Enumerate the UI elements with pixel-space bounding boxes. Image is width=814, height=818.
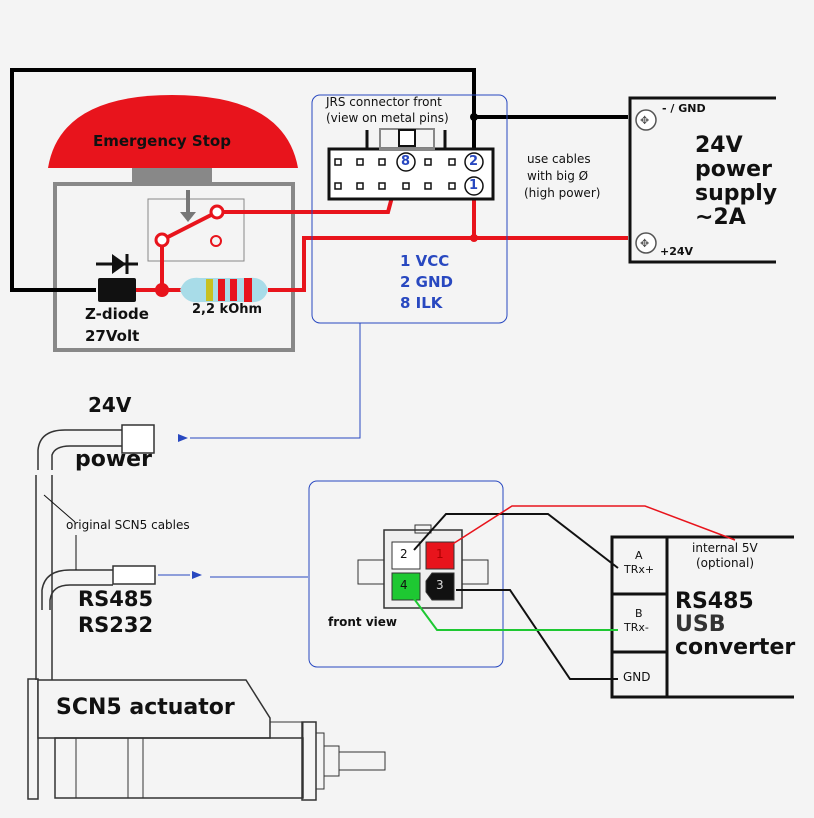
jrs-pin-socket xyxy=(378,158,386,166)
wire-gnd xyxy=(456,589,618,680)
terminal-a-label: A xyxy=(635,549,643,562)
jrs-pin-socket xyxy=(424,158,432,166)
resistor-label: 2,2 kOhm xyxy=(192,302,263,317)
black-loop-wire xyxy=(10,68,476,292)
jrs-pin-socket xyxy=(424,182,432,190)
jrs-pin-socket xyxy=(334,182,342,190)
psu-title-line: ~2A xyxy=(695,205,746,230)
converter-title-line: converter xyxy=(675,635,796,660)
diode-label: Z-diode xyxy=(85,305,149,323)
converter-box xyxy=(610,535,794,699)
terminal-b-sub: TRx- xyxy=(624,621,649,634)
plug-pin-2 xyxy=(391,541,421,570)
jrs-pin-2-label: 2 xyxy=(469,154,479,169)
original-cables-label: original SCN5 cables xyxy=(66,518,190,532)
psu-plus-label: +24V xyxy=(660,245,694,258)
estop-housing xyxy=(53,182,295,352)
jrs-pin-8-label: 8 xyxy=(401,154,411,169)
psu-gnd-label: - / GND xyxy=(662,102,706,115)
power-supply-box xyxy=(628,96,776,264)
switch-lever xyxy=(161,210,218,242)
rs485-label: RS485 xyxy=(78,587,154,611)
psu-title-line: 24V xyxy=(695,133,743,158)
serial-plug xyxy=(112,565,156,585)
jrs-subtitle: (view on metal pins) xyxy=(326,111,449,125)
estop-title: Emergency Stop xyxy=(93,132,231,150)
vcc-wire xyxy=(268,236,628,292)
jrs-pin-socket xyxy=(356,182,364,190)
rs232-label: RS232 xyxy=(78,613,154,637)
cables-note-1: use cables xyxy=(527,152,591,166)
jrs-pin-socket xyxy=(448,182,456,190)
wire-a xyxy=(413,513,619,569)
jrs-pin-1 xyxy=(464,176,484,196)
front-view-label: front view xyxy=(328,615,397,629)
jrs-link-line xyxy=(190,323,361,439)
diode-voltage-label: 27Volt xyxy=(85,327,140,345)
wire-5v xyxy=(447,505,736,548)
jrs-pin-2 xyxy=(464,152,484,172)
plug-panel xyxy=(308,480,504,668)
power-label: power xyxy=(75,447,152,472)
converter-title-line: USB xyxy=(675,612,726,637)
plug-pin-4 xyxy=(391,572,421,601)
actuator-rod xyxy=(338,751,386,771)
psu-title-line: power xyxy=(695,157,772,182)
jrs-legend-ilk: 8 ILK xyxy=(400,294,443,312)
plug-pin-1-label: 1 xyxy=(436,547,444,561)
jrs-title: JRS connector front xyxy=(326,95,442,109)
switch-box xyxy=(147,198,245,262)
z-diode xyxy=(98,278,136,302)
power-voltage-label: 24V xyxy=(88,393,132,417)
actuation-arrow-icon xyxy=(180,212,196,222)
jrs-pin-socket xyxy=(402,182,410,190)
converter-title: RS485 USB converter xyxy=(675,590,795,659)
svg-text:✥: ✥ xyxy=(640,114,649,127)
psu-title-line: supply xyxy=(695,181,778,206)
plug-pin-4-label: 4 xyxy=(400,578,408,592)
terminal-gnd-label: GND xyxy=(623,670,651,684)
jrs-pin-socket xyxy=(334,158,342,166)
terminal-a-sub: TRx+ xyxy=(624,563,655,576)
jrs-pin-socket xyxy=(356,158,364,166)
actuator-title: SCN5 actuator xyxy=(56,695,235,720)
plug-pin-3 xyxy=(425,572,455,601)
cables-note-3: (high power) xyxy=(524,186,601,200)
jrs-legend-vcc: 1 VCC xyxy=(400,252,450,270)
terminal-b-label: B xyxy=(635,607,643,620)
jrs-pin-8 xyxy=(396,152,416,172)
estop-button-cap xyxy=(48,95,298,168)
estop-stem xyxy=(132,168,212,184)
converter-title-line: RS485 xyxy=(675,589,754,614)
svg-text:✥: ✥ xyxy=(640,237,649,250)
jrs-pin-socket xyxy=(448,158,456,166)
gnd-terminal-icon xyxy=(635,109,657,131)
plug-pin-2-label: 2 xyxy=(400,547,408,561)
psu-title: 24V power supply ~2A xyxy=(695,134,777,230)
jrs-pin-1-label: 1 xyxy=(469,178,479,193)
jrs-connector-panel xyxy=(311,94,508,324)
plug-pin-3-label: 3 xyxy=(436,578,444,592)
plus-terminal-icon xyxy=(635,232,657,254)
cables-note-2: with big Ø xyxy=(527,169,589,183)
actuator-motor xyxy=(54,737,304,799)
jrs-pin-grid xyxy=(334,158,456,190)
power-plug xyxy=(121,424,155,454)
wire-b xyxy=(411,595,618,631)
jrs-pin-socket xyxy=(378,182,386,190)
converter-note-1: internal 5V xyxy=(692,541,758,555)
jrs-legend-gnd: 2 GND xyxy=(400,273,453,291)
converter-note-2: (optional) xyxy=(696,556,754,570)
